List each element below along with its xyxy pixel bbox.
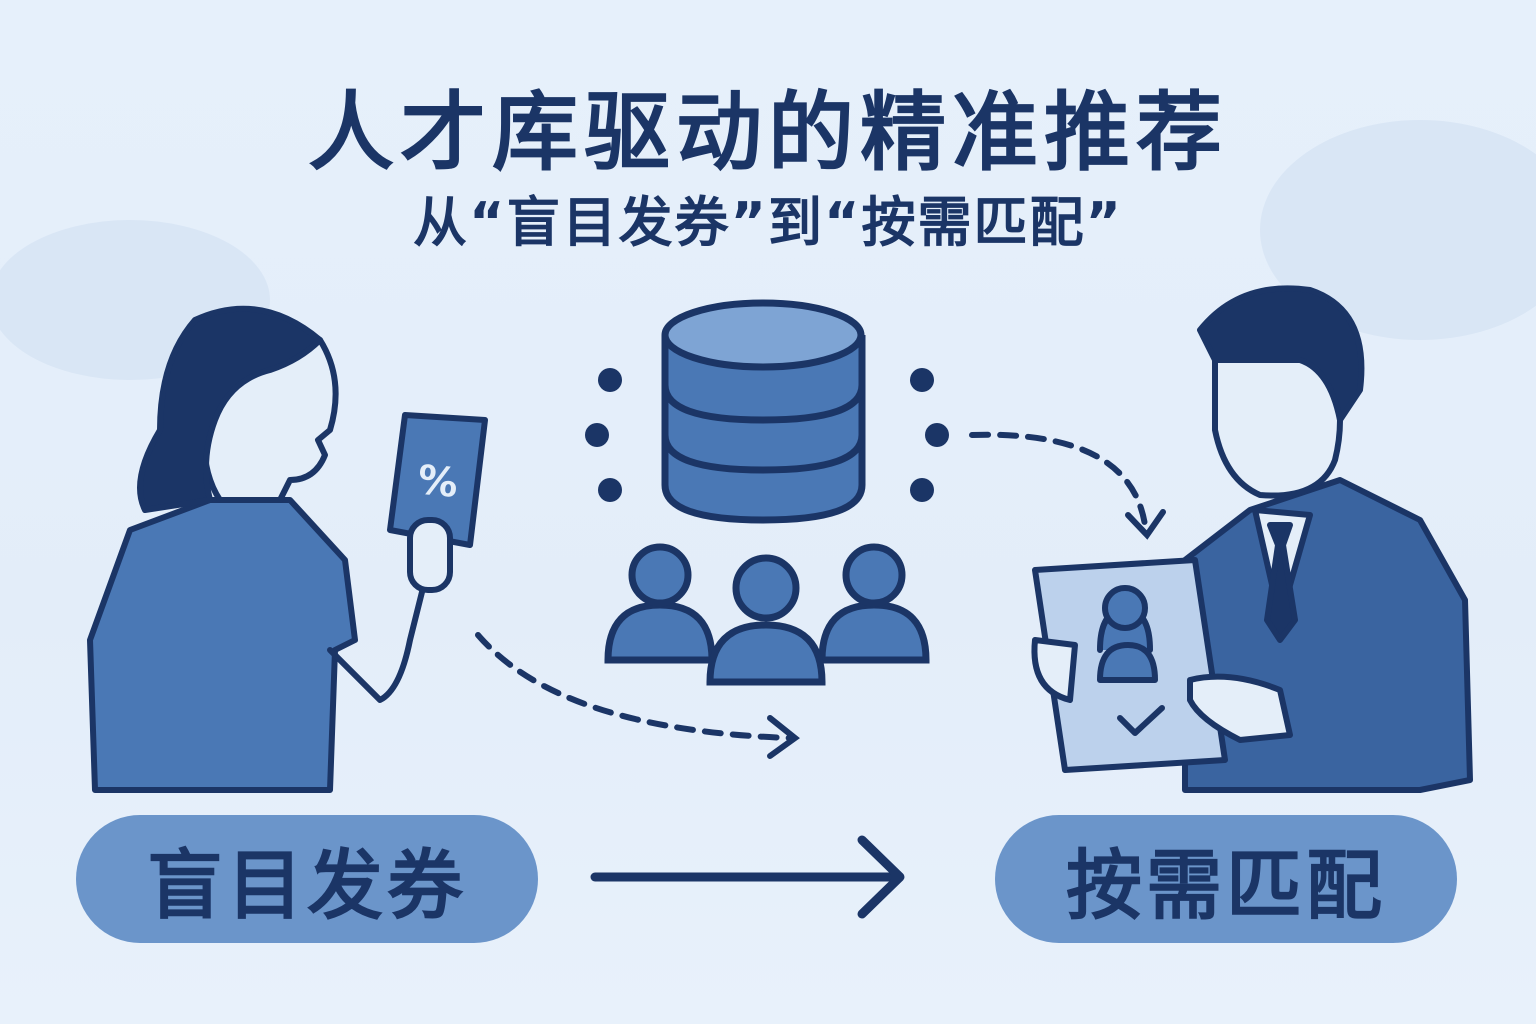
dots-icon [585, 368, 949, 502]
woman-figure [87, 305, 488, 793]
page-title: 人才库驱动的精准推荐 [308, 83, 1228, 183]
people-group-icon [604, 543, 930, 686]
on-demand-match-label: 按需匹配 [995, 815, 1457, 943]
dashed-arrow [475, 632, 793, 741]
background-cloud [1260, 120, 1536, 340]
arrow-head-icon [767, 715, 800, 759]
database-icon [661, 299, 866, 524]
man-figure [1031, 285, 1473, 793]
subtitle: 从“盲目发券”到“按需匹配” [413, 191, 1123, 254]
arrow-head-icon [857, 835, 905, 919]
blind-coupon-label: 盲目发券 [76, 815, 538, 943]
percent-icon: % [415, 457, 460, 507]
arrow-head-icon [1125, 509, 1166, 540]
dashed-arrow [969, 431, 1148, 528]
